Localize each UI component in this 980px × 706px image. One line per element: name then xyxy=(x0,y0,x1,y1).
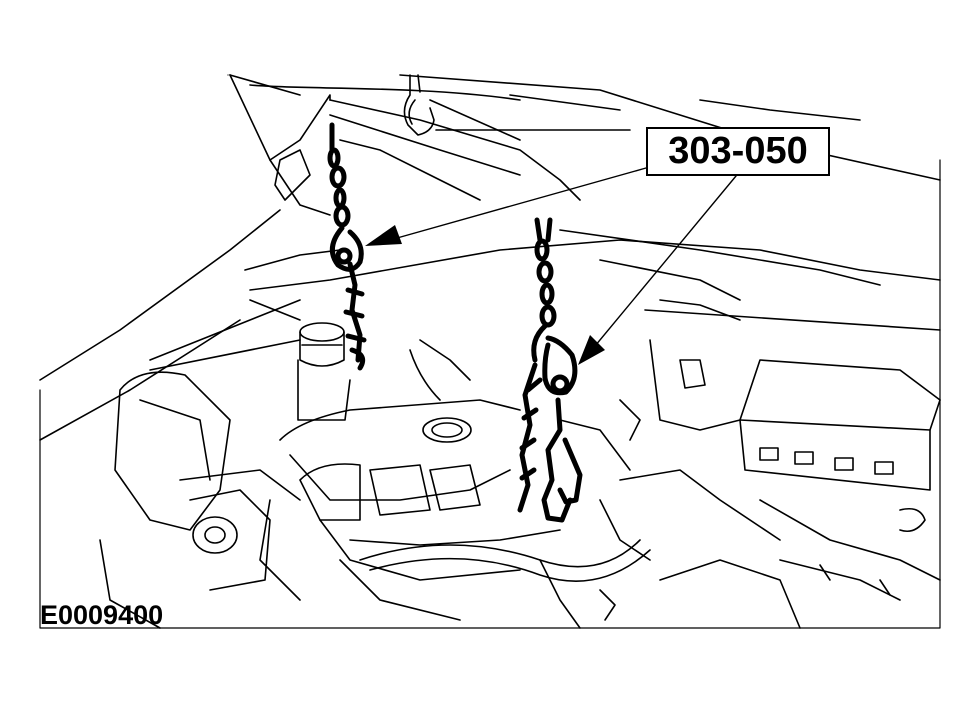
hood-panel xyxy=(229,74,941,216)
lower-components xyxy=(99,399,941,629)
coolant-reservoir xyxy=(297,322,351,421)
fender-outline xyxy=(39,149,341,441)
figure-id-label: E0009400 xyxy=(40,600,164,630)
air-filter-housing xyxy=(114,371,301,591)
left-arrowhead xyxy=(365,225,402,246)
left-lifting-chain xyxy=(327,122,367,371)
engine-block xyxy=(259,399,561,621)
wiring-harness xyxy=(359,339,781,629)
right-arrowhead xyxy=(578,335,605,365)
tool-callout-box: 303-050 xyxy=(646,127,830,176)
leader-lines xyxy=(389,167,737,347)
cowl-panel xyxy=(249,229,941,331)
right-lifting-chain xyxy=(517,217,583,523)
tool-number-label: 303-050 xyxy=(668,130,808,172)
battery-box xyxy=(649,339,941,491)
frame-border xyxy=(39,74,941,629)
hoist-hook xyxy=(403,74,631,136)
